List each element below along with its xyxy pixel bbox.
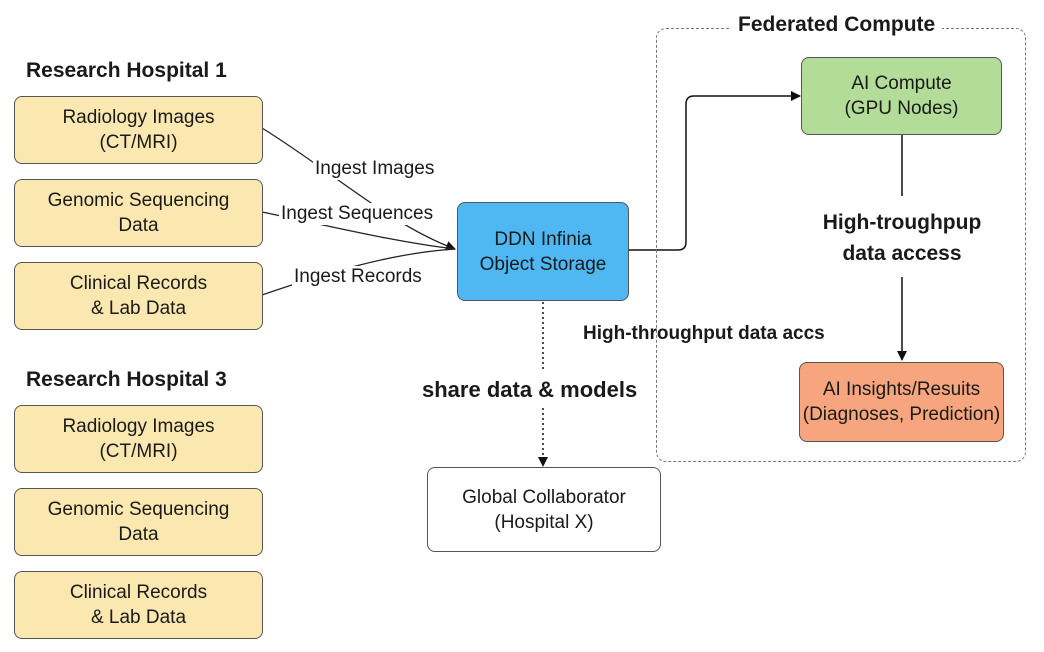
box-line-1: Global Collaborator (462, 486, 626, 508)
box-line-1: Radiology Images (62, 107, 215, 128)
hospital-3-clinical-box: Clinical Records & Lab Data (14, 571, 263, 639)
federated-compute-title: Federated Compute (731, 13, 943, 37)
access-label-line-1: High-troughpup (822, 211, 982, 234)
hospital-1-radiology-box: Radiology Images (CT/MRI) (14, 96, 263, 164)
hospital-1-genomic-box: Genomic Sequencing Data (14, 179, 263, 247)
ingest-records-label: Ingest Records (292, 266, 424, 288)
box-line-2: Data (118, 215, 159, 236)
ai-compute-box: AI Compute (GPU Nodes) (801, 57, 1002, 135)
box-line-2: (CT/MRI) (99, 441, 178, 462)
box-line-1: DDN Infinia (494, 228, 592, 250)
global-collaborator-box: Global Collaborator (Hospital X) (427, 467, 661, 552)
box-line-1: Genomic Sequencing (47, 499, 230, 520)
access-label: High-troughpup data access (790, 207, 1014, 269)
middle-throughput-label: High-throughput data accs (583, 323, 825, 344)
ingest-images-connector (261, 127, 456, 251)
box-line-1: Genomic Sequencing (47, 190, 230, 211)
storage-box: DDN Infinia Object Storage (457, 202, 629, 301)
hospital-3-genomic-box: Genomic Sequencing Data (14, 488, 263, 556)
box-line-2: (Diagnoses, Prediction) (802, 404, 1001, 425)
ingest-sequences-label: Ingest Sequences (279, 203, 436, 225)
storage-to-compute-connector (629, 91, 801, 251)
share-label: share data & models (422, 377, 638, 402)
box-line-1: AI Insights/Resuits (822, 379, 981, 400)
hospital-1-clinical-box: Clinical Records & Lab Data (14, 262, 263, 330)
box-line-2: (CT/MRI) (99, 132, 178, 153)
box-line-1: Clinical Records (69, 582, 208, 603)
ai-insights-box: AI Insights/Resuits (Diagnoses, Predicti… (799, 362, 1004, 442)
access-label-line-2: data access (842, 242, 962, 265)
box-line-1: Clinical Records (69, 273, 208, 294)
box-line-2: Data (118, 524, 159, 545)
box-line-2: & Lab Data (90, 607, 187, 628)
hospital-3-radiology-box: Radiology Images (CT/MRI) (14, 405, 263, 473)
box-line-2: (GPU Nodes) (844, 98, 959, 119)
hospital-3-title: Research Hospital 3 (26, 368, 227, 391)
ingest-images-label: Ingest Images (313, 158, 437, 180)
box-line-1: AI Compute (851, 73, 952, 94)
box-line-2: & Lab Data (90, 298, 187, 319)
box-line-2: (Hospital X) (494, 511, 594, 533)
box-line-2: Object Storage (479, 253, 607, 275)
box-line-1: Radiology Images (62, 416, 215, 437)
hospital-1-title: Research Hospital 1 (26, 59, 227, 82)
